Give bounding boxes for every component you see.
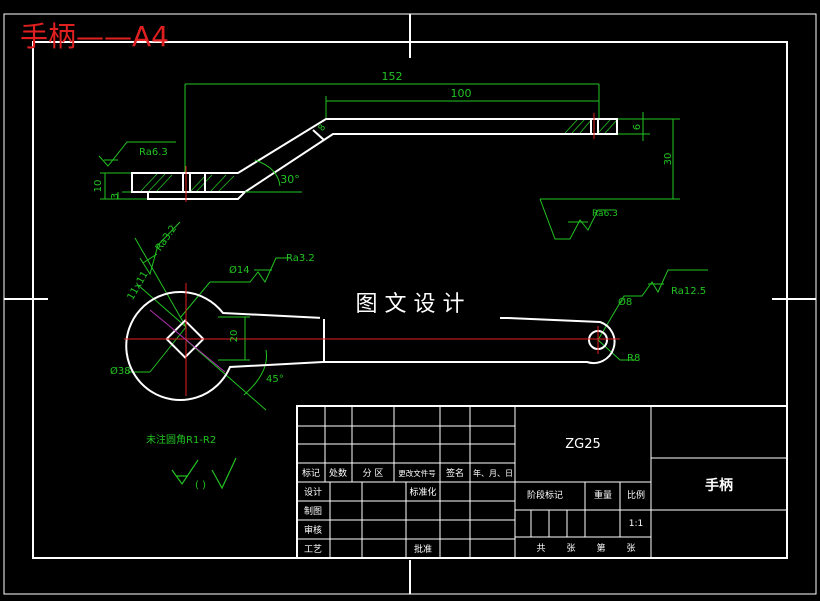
dim-10: 10 <box>93 180 104 193</box>
dim-angle-30: 30° <box>280 173 300 186</box>
section-hatching <box>139 118 618 193</box>
dim-152: 152 <box>382 70 403 83</box>
rev-header-date: 年、月、日 <box>473 468 513 478</box>
dim-dia8: Ø8 <box>618 296 632 308</box>
dimension-lines-side <box>98 83 680 240</box>
sheets-unit-label-2: 张 <box>626 543 635 554</box>
fillet-note: 未注圆角R1-R2 <box>146 433 216 446</box>
sheet-no-label: 第 <box>596 542 605 554</box>
dim-dia14: Ø14 <box>229 264 250 276</box>
roughness-ra125: Ra12.5 <box>671 286 706 297</box>
roughness-default-symbol <box>171 457 237 490</box>
centerlines-side <box>185 113 595 202</box>
side-view: 152 100 6 30 10 3 30° 8 Ra6.3 Ra6.3 <box>93 70 680 240</box>
signature-labels: 设计 标准化 制图 审核 工艺 批准 <box>304 486 437 555</box>
label-draw: 制图 <box>304 505 322 517</box>
rev-header-count: 处数 <box>329 467 347 479</box>
dim-20: 20 <box>229 330 240 343</box>
plan-view: 11x11 Ra3.2 Ø14 Ra3.2 20 Ø38 45° Ø8 Ra12… <box>110 221 708 411</box>
rev-header-mark: 标记 <box>302 467 320 479</box>
label-stage-mark: 阶段标记 <box>527 489 563 501</box>
part-outline-plan <box>125 291 616 401</box>
label-review: 审核 <box>304 524 322 536</box>
sheets-unit-label-1: 张 <box>566 543 575 554</box>
dim-6: 6 <box>632 124 643 130</box>
scale-value: 1:1 <box>629 519 643 529</box>
watermark-bg <box>320 283 500 319</box>
center-diagonal <box>149 309 226 373</box>
revision-headers: 标记 处数 分 区 更改文件号 签名 年、月、日 <box>302 467 513 479</box>
sheets-total-label: 共 <box>536 543 545 554</box>
material-label: ZG25 <box>565 437 601 452</box>
rev-header-docno: 更改文件号 <box>398 468 436 478</box>
drawing-title: 手柄——A4 <box>20 20 169 53</box>
label-standardize: 标准化 <box>409 486 436 498</box>
roughness-ra32-square: Ra3.2 <box>154 223 180 253</box>
dim-11x11: 11x11 <box>126 270 151 303</box>
watermark: 图 文 设 计 <box>356 292 465 317</box>
label-scale: 比例 <box>627 489 645 501</box>
part-name: 手柄 <box>705 477 733 494</box>
stage-block: 阶段标记 重量 比例 1:1 共 张 第 张 <box>527 489 645 554</box>
roughness-ra63-bottom: Ra6.3 <box>592 209 618 219</box>
label-approve: 批准 <box>414 543 432 555</box>
roughness-ra32-hole: Ra3.2 <box>286 253 315 264</box>
dim-r8: R8 <box>627 353 640 364</box>
dim-3: 3 <box>110 193 121 199</box>
part-outline-side <box>131 118 618 200</box>
dim-dia38: Ø38 <box>110 365 131 377</box>
rev-header-sign: 签名 <box>446 467 464 479</box>
dimension-lines-plan <box>128 221 708 411</box>
title-block <box>296 405 788 559</box>
dim-r8-top: 8 <box>317 123 329 134</box>
dim-angle-45: 45° <box>266 374 284 385</box>
roughness-paren: ( ) <box>195 480 206 491</box>
dim-30: 30 <box>663 153 674 166</box>
label-process: 工艺 <box>304 544 322 555</box>
rev-header-zone: 分 区 <box>363 468 384 479</box>
dim-100: 100 <box>451 87 472 100</box>
label-design: 设计 <box>304 486 322 498</box>
roughness-ra63-top: Ra6.3 <box>139 147 168 158</box>
label-weight: 重量 <box>594 489 612 501</box>
